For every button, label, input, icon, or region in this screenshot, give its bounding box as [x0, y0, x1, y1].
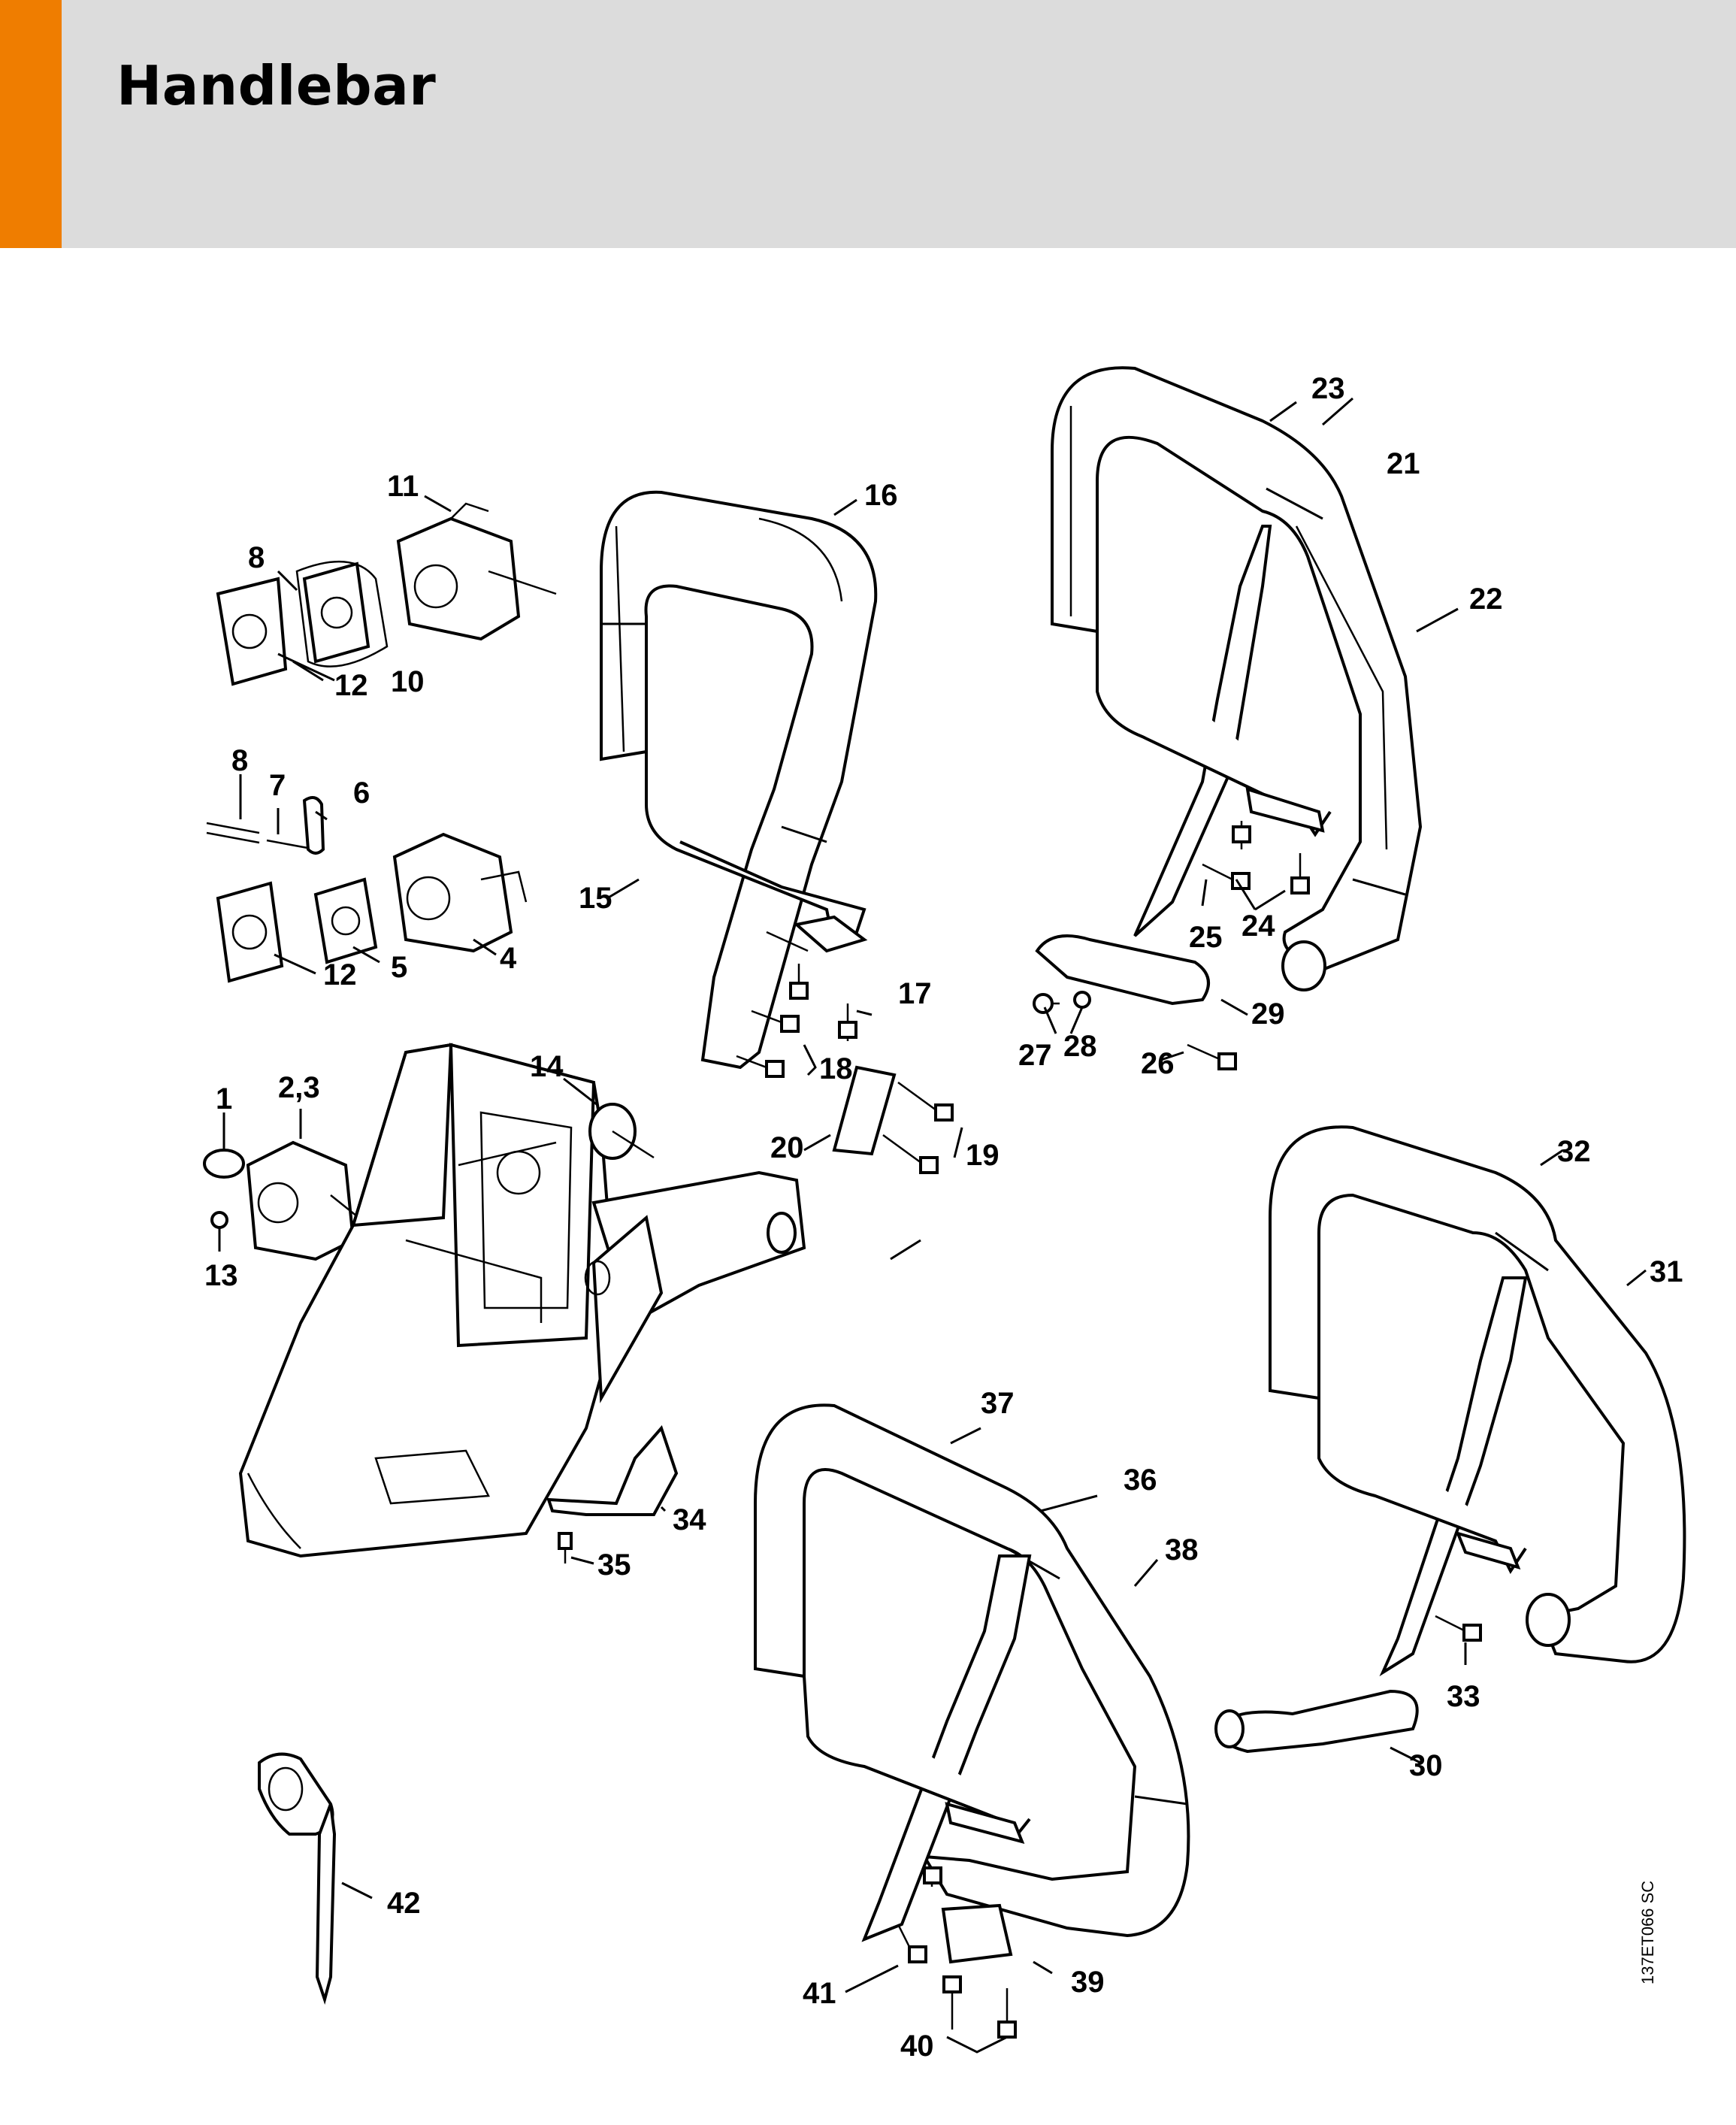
- callout-22: 22: [1469, 583, 1503, 616]
- callout-7: 7: [269, 769, 286, 802]
- callout-11: 11: [387, 470, 419, 503]
- callout-2-3: 2,3: [278, 1071, 320, 1104]
- screws-17-20: [736, 964, 954, 1174]
- carburetor-middle-assembly: [206, 796, 528, 983]
- callout-39: 39: [1071, 1966, 1105, 1999]
- leader-lines: [218, 397, 1647, 2054]
- callout-12-mid: 12: [323, 958, 357, 991]
- callout-26: 26: [1141, 1047, 1175, 1080]
- callout-15: 15: [579, 882, 612, 915]
- handlebar-36-37-38: [754, 1403, 1190, 1964]
- callout-30: 30: [1409, 1749, 1443, 1782]
- callout-10: 10: [391, 665, 425, 698]
- callout-12-top: 12: [334, 669, 368, 702]
- carburetor-top-assembly: [216, 502, 557, 686]
- callout-32: 32: [1557, 1135, 1591, 1168]
- callout-24: 24: [1242, 910, 1275, 943]
- bracket-34: [546, 1425, 679, 1563]
- callout-25: 25: [1189, 921, 1223, 954]
- callout-8: 8: [231, 744, 248, 777]
- accent-bar: [0, 0, 62, 248]
- callout-29: 29: [1251, 997, 1285, 1031]
- callout-36: 36: [1124, 1464, 1157, 1497]
- callout-13: 13: [204, 1259, 238, 1292]
- callout-33: 33: [1447, 1680, 1480, 1713]
- header-band: [0, 0, 1736, 248]
- callout-16: 16: [864, 479, 898, 512]
- callout-35: 35: [597, 1548, 631, 1582]
- handlebar-21-22-23: [1051, 366, 1423, 991]
- screws-39-41: [897, 1924, 1017, 2039]
- callout-31: 31: [1650, 1255, 1683, 1288]
- callout-1: 1: [216, 1082, 232, 1115]
- callout-labels: 11 8 12 10 8 7 6 12 5 4 1 2,3 13 14 15 1…: [204, 372, 1683, 2063]
- carburetor-lower-assembly: [203, 1140, 369, 1261]
- callout-42: 42: [387, 1887, 421, 1920]
- callout-4: 4: [500, 942, 517, 975]
- handlebar-15-16: [600, 490, 878, 1070]
- screw-33-grip-30: [1214, 1615, 1482, 1754]
- callout-20: 20: [770, 1131, 804, 1164]
- combination-wrench-42: [258, 1752, 337, 2005]
- callout-17: 17: [898, 977, 932, 1010]
- housing-body: [238, 1043, 806, 1558]
- callout-40: 40: [900, 2030, 934, 2063]
- callout-21: 21: [1387, 447, 1420, 480]
- callout-19: 19: [966, 1139, 1000, 1172]
- callout-38: 38: [1165, 1533, 1199, 1567]
- page-title: Handlebar: [116, 54, 437, 117]
- reference-code: 137ET066 SC: [1638, 1880, 1657, 1984]
- callout-41: 41: [803, 1977, 836, 2010]
- screws-24-29: [1033, 821, 1310, 1070]
- callout-9: 8: [248, 541, 265, 574]
- callout-6: 6: [353, 776, 370, 810]
- callout-18: 18: [819, 1052, 853, 1085]
- callout-14: 14: [530, 1050, 564, 1083]
- callout-34: 34: [673, 1503, 706, 1536]
- callout-5: 5: [391, 951, 407, 984]
- callout-37: 37: [981, 1387, 1015, 1420]
- handlebar-31-32: [1269, 1125, 1686, 1677]
- callout-28: 28: [1063, 1030, 1097, 1063]
- callout-27: 27: [1018, 1039, 1052, 1072]
- callout-23: 23: [1311, 372, 1345, 405]
